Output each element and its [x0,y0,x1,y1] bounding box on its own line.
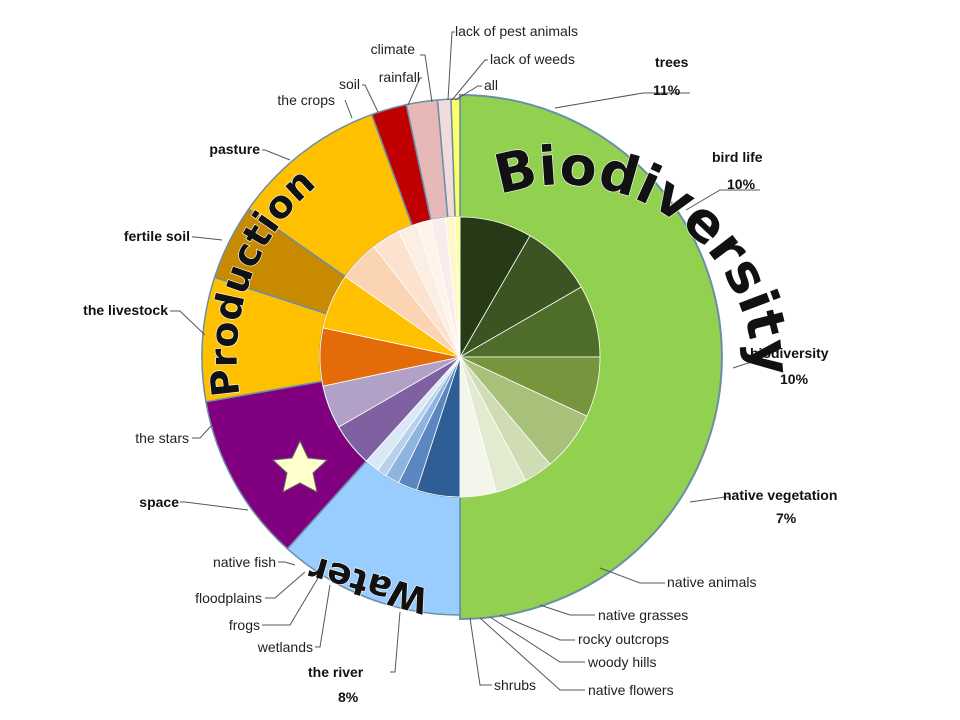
label-the-crops: the crops [277,92,335,108]
label-native-grasses: native grasses [598,607,688,623]
star-icon [271,439,329,493]
label-lack-of-weeds: lack of weeds [490,51,575,67]
label-all: all [484,77,498,93]
label-the-river-pct: 8% [338,689,359,705]
label-lack-of-pest-animals: lack of pest animals [455,23,578,39]
label-trees-pct: 11% [653,82,681,98]
label-trees: trees [655,54,689,70]
label-rocky-outcrops: rocky outcrops [578,631,669,647]
label-native-animals: native animals [667,574,757,590]
inner-pie [319,216,601,498]
label-soil: soil [339,76,360,92]
label-native-vegetation: native vegetation [723,487,837,503]
label-rainfall: rainfall [379,69,420,85]
label-the-river: the river [308,664,364,680]
label-bird-life-pct: 10% [727,176,756,192]
leader-lines [170,31,760,691]
label-frogs: frogs [229,617,260,633]
label-woody-hills: woody hills [587,654,656,670]
label-space: space [139,494,179,510]
label-the-stars: the stars [135,430,189,446]
label-fertile-soil: fertile soil [124,228,190,244]
label-bird-life: bird life [712,149,763,165]
label-native-vegetation-pct: 7% [776,510,797,526]
label-floodplains: floodplains [195,590,262,606]
label-the-livestock: the livestock [83,302,168,318]
label-pasture: pasture [209,141,260,157]
label-native-fish: native fish [213,554,276,570]
inner-slice-23 [454,216,461,358]
label-biodiversity-pct: 10% [780,371,809,387]
label-biodiversity: biodiversity [750,345,829,361]
label-wetlands: wetlands [257,639,313,655]
label-native-flowers: native flowers [588,682,674,698]
label-shrubs: shrubs [494,677,536,693]
label-climate: climate [371,41,416,57]
